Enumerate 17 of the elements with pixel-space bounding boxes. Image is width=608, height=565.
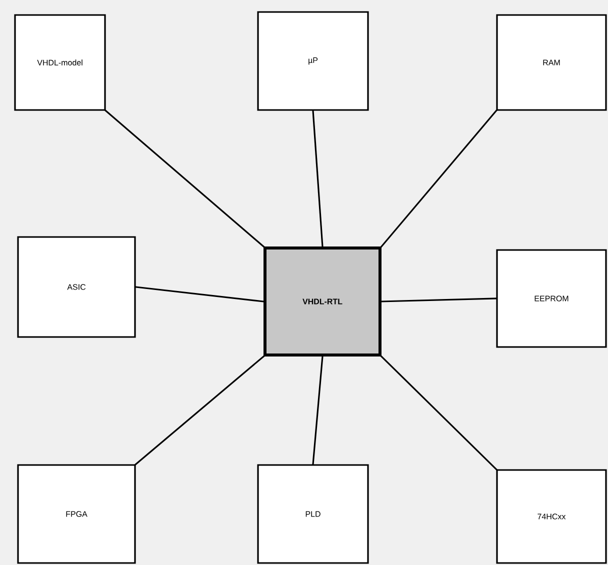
connector-line	[104, 110, 265, 248]
component-box: 74HCxx	[496, 469, 607, 564]
connector-line	[312, 110, 324, 248]
component-box: µP	[257, 11, 369, 111]
component-box: VHDL-model	[14, 14, 106, 111]
connector-line	[380, 110, 498, 248]
component-box: FPGA	[17, 464, 136, 564]
connector-line	[380, 298, 498, 302]
component-box: RAM	[496, 14, 607, 111]
component-box: ASIC	[17, 236, 136, 338]
component-box: EEPROM	[496, 249, 607, 348]
component-box: PLD	[257, 464, 369, 564]
connector-line	[134, 355, 265, 466]
connector-line	[134, 286, 265, 302]
connector-line	[312, 355, 324, 466]
connector-line	[380, 355, 498, 470]
center-box: VHDL-RTL	[264, 246, 382, 356]
